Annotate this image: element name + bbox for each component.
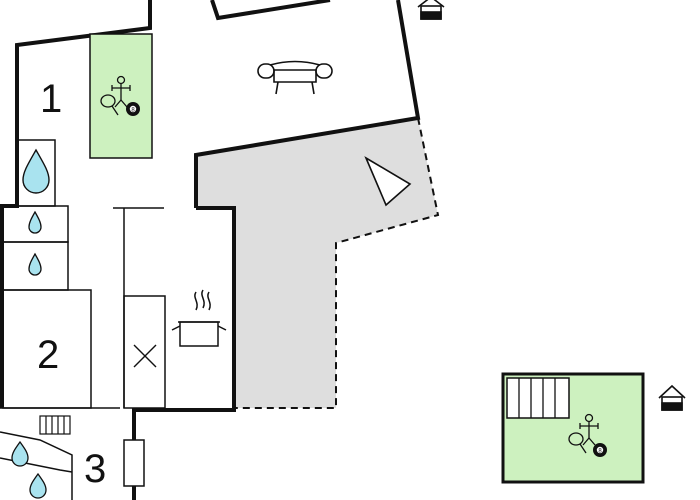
room-label-2: 2 [37,333,59,377]
left-outer-wall [0,140,19,408]
living-room-right-wall [194,0,421,208]
foosball-icon [111,75,131,108]
living-room-top-wall [210,0,331,21]
room-label-1: 1 [40,77,62,121]
staircase-icon [506,377,570,419]
stove-icon [133,344,157,368]
terrace-dashed-edge [234,117,440,409]
view-direction-icon [364,156,412,207]
billiard-ball-icon: 8 [593,443,607,457]
kitchen-right-wall [132,206,236,500]
water-drop-icon [11,440,29,467]
bedroom-3-wall-2 [0,457,73,473]
radiator-icon [39,415,71,435]
billiard-ball-icon: 8 [126,102,140,116]
water-drop-icon [29,472,47,499]
room-label-3: 3 [84,447,106,491]
water-drop-icon [28,252,42,276]
stove-counter [123,295,166,409]
table-tennis-icon [100,94,119,116]
water-drop-icon [28,210,42,234]
living-room-wall [15,0,152,140]
water-drop-icon [22,148,50,194]
foosball-icon [579,413,599,446]
house-marker-icon [417,0,445,20]
house-marker-icon [658,384,686,411]
table-tennis-icon [568,432,587,454]
bedroom-3-wall [0,431,73,500]
billiard-ball-number: 8 [131,108,135,114]
terrace-area [196,118,438,408]
cooking-pot-icon [171,289,227,347]
billiard-ball-number: 8 [598,449,602,455]
wardrobe [123,439,145,487]
sofa-icon [257,60,333,95]
